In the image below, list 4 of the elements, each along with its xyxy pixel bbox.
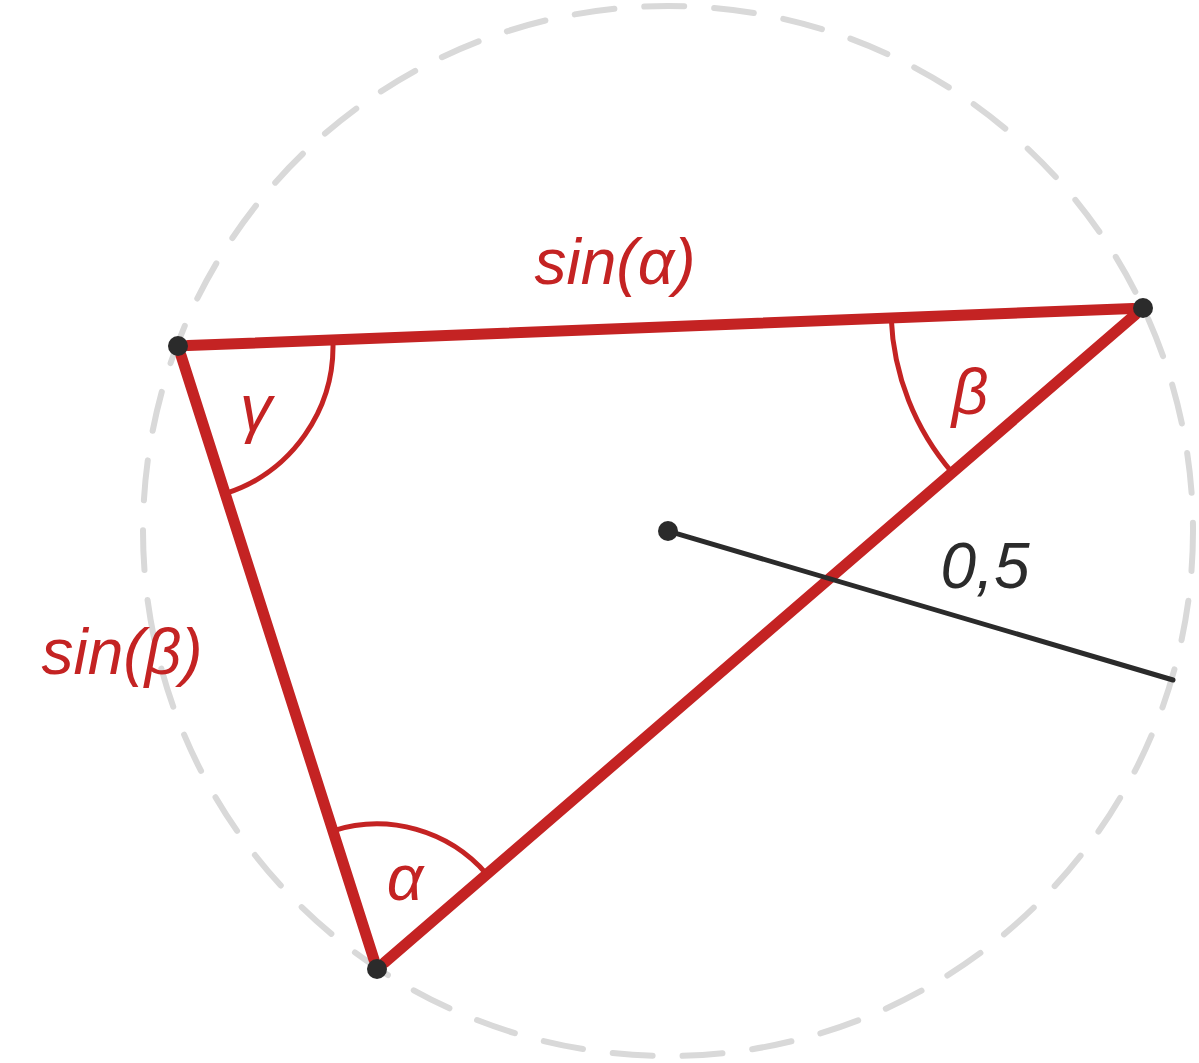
radius-line	[675, 531, 1176, 683]
angle-label: α	[386, 846, 424, 910]
edge-label: 0,5	[940, 534, 1030, 598]
triangle-side	[175, 350, 380, 965]
